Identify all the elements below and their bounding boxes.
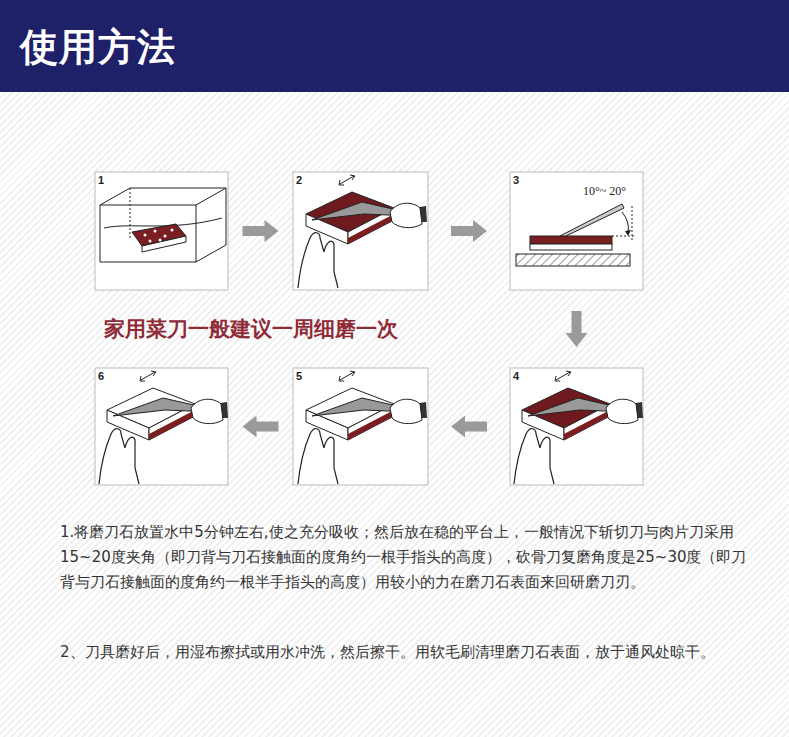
flow-arrow [451, 416, 487, 438]
callout-number: 6 [98, 370, 104, 382]
flow-arrow [566, 311, 588, 347]
step-panel: 1 [95, 172, 228, 290]
step-panel: 3 10°~ 20° [510, 172, 643, 290]
step-panel: 6 [95, 368, 228, 485]
callout-number: 3 [513, 174, 519, 186]
callout-number: 5 [296, 370, 302, 382]
step-panel: 4 [510, 368, 643, 485]
flow-arrow [451, 220, 487, 242]
page-title: 使用方法 [20, 22, 176, 73]
callout-number: 2 [296, 174, 302, 186]
flow-arrow [243, 220, 279, 242]
step-panel: 2 [293, 172, 428, 290]
callout-number: 4 [513, 370, 519, 382]
callout-number: 1 [98, 174, 104, 186]
instruction-text: 2、刀具磨好后，用湿布擦拭或用水冲洗，然后擦干。用软毛刷清理磨刀石表面，放于通风… [60, 640, 750, 665]
flow-arrow [243, 416, 279, 438]
angle-label: 10°~ 20° [583, 184, 626, 199]
step-panel: 5 [293, 368, 428, 485]
note-text: 家用菜刀一般建议一周细磨一次 [104, 315, 398, 343]
instruction-text: 1.将磨刀石放置水中5分钟左右,使之充分吸收；然后放在稳的平台上，一般情况下斩切… [60, 520, 750, 595]
